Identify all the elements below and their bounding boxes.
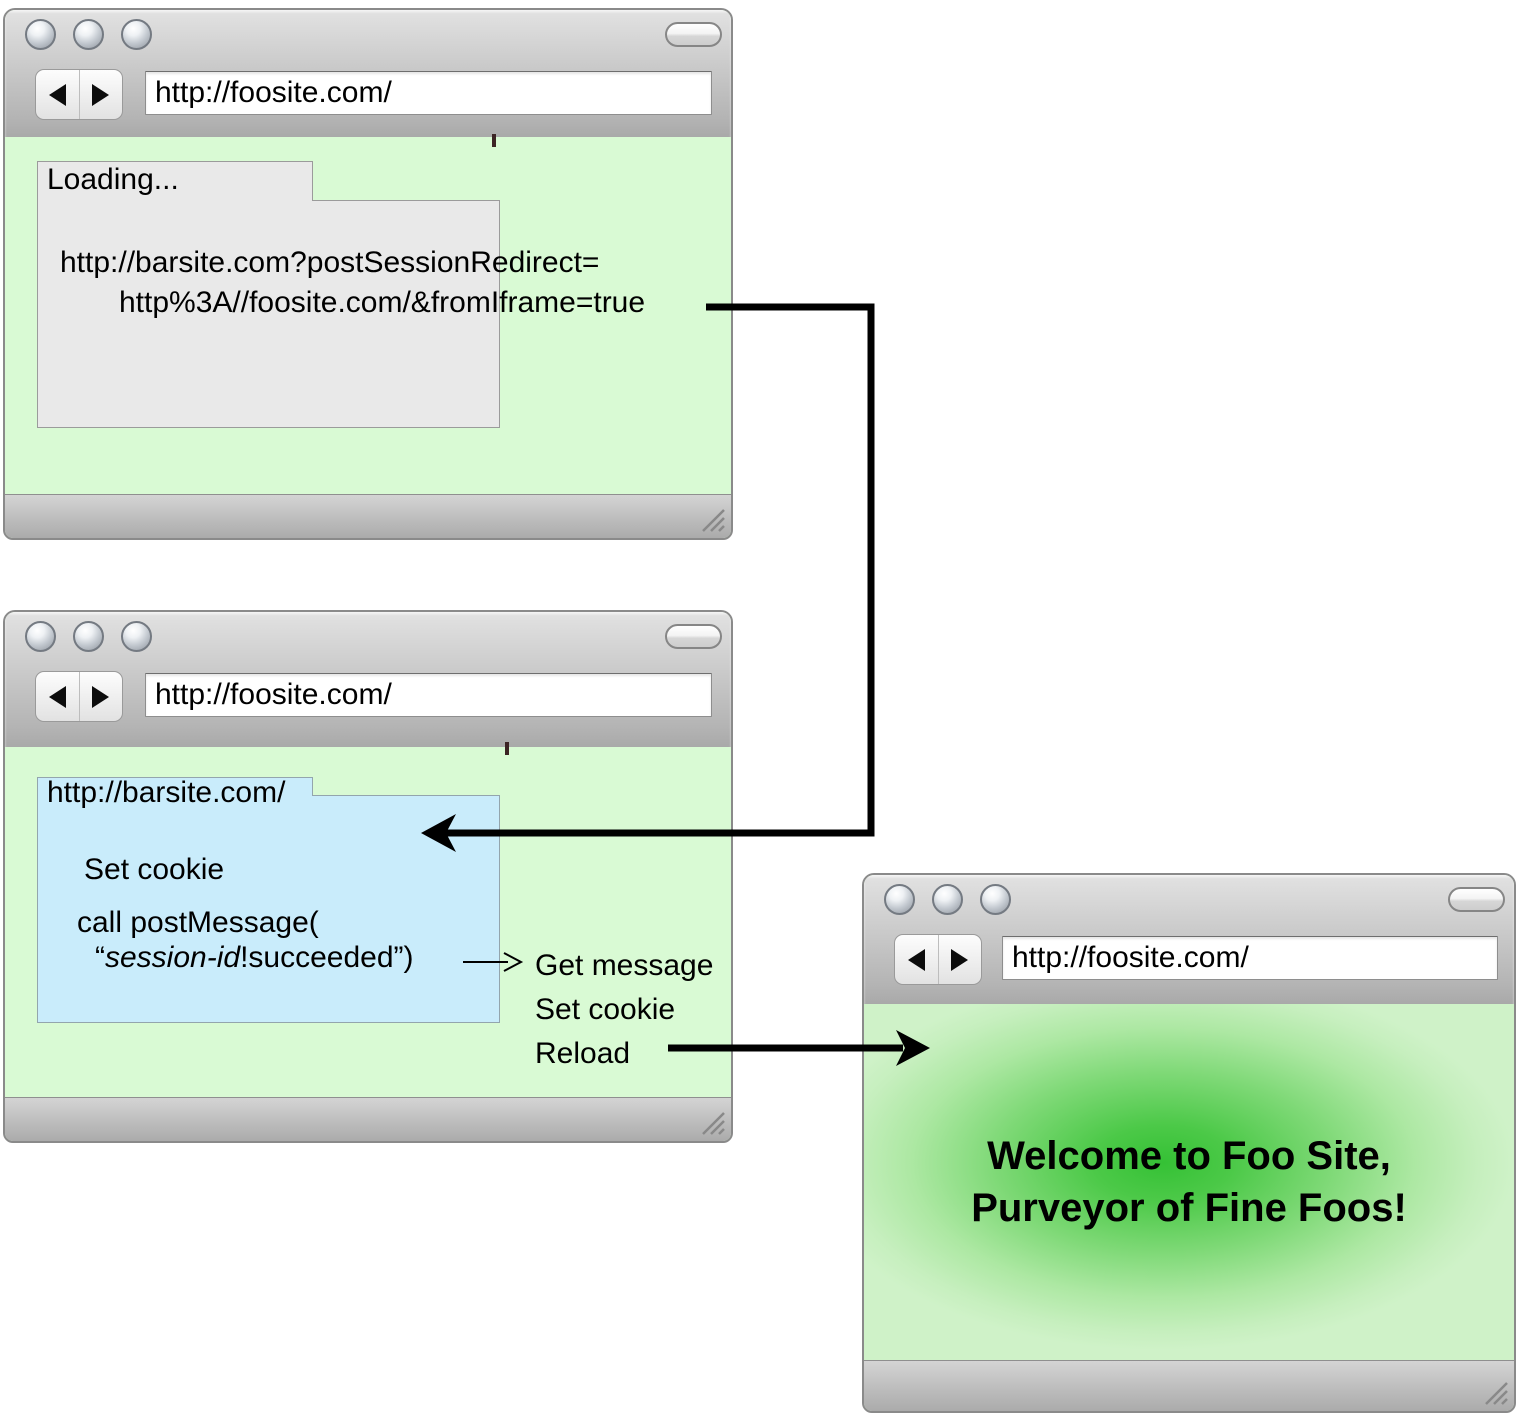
window-zoom-icon[interactable]: [121, 621, 152, 652]
window-minimize-icon[interactable]: [932, 884, 963, 915]
welcome-line-2: Purveyor of Fine Foos!: [971, 1186, 1407, 1230]
window-zoom-icon[interactable]: [980, 884, 1011, 915]
iframe-set-cookie-text: Set cookie: [84, 853, 225, 886]
back-button[interactable]: [36, 672, 79, 721]
window-2-traffic-lights: [25, 621, 152, 652]
window-1-traffic-lights: [25, 19, 152, 50]
toolbar-toggle-button[interactable]: [665, 624, 722, 649]
resize-grip-icon[interactable]: [1477, 1374, 1509, 1406]
back-arrow-icon: [48, 83, 66, 106]
anchor-tick-mark: [492, 134, 496, 147]
window-1-nav-buttons: [35, 69, 123, 120]
back-button[interactable]: [36, 70, 79, 119]
window-2-nav-buttons: [35, 671, 123, 722]
back-arrow-icon: [907, 948, 925, 971]
address-bar-input[interactable]: [1002, 936, 1498, 980]
address-bar-input[interactable]: [145, 673, 712, 717]
iframe-url-line-2: http%3A//foosite.com/&fromIframe=true: [119, 286, 646, 319]
toolbar-toggle-button[interactable]: [665, 22, 722, 47]
session-id-italic: session-id: [105, 941, 241, 974]
browser-window-1: Loading... http://barsite.com?postSessio…: [3, 8, 733, 540]
window-close-icon[interactable]: [25, 19, 56, 50]
open-quote: “: [95, 941, 105, 974]
window-3-traffic-lights: [884, 884, 1011, 915]
action-get-message: Get message: [535, 949, 714, 982]
forward-arrow-icon: [92, 83, 110, 106]
toolbar-toggle-button[interactable]: [1448, 887, 1505, 912]
iframe-session-id-text: “session-id!succeeded”): [95, 938, 414, 978]
window-close-icon[interactable]: [884, 884, 915, 915]
window-3-nav-buttons: [894, 934, 982, 985]
iframe-tab-label: http://barsite.com/: [47, 776, 286, 809]
forward-arrow-icon: [92, 685, 110, 708]
back-arrow-icon: [48, 685, 66, 708]
window-3-page: [864, 1004, 1514, 1365]
welcome-message: Welcome to Foo Site, Purveyor of Fine Fo…: [864, 1130, 1514, 1234]
window-2-status-bar: [5, 1097, 731, 1141]
window-2-titlebar[interactable]: [5, 612, 731, 748]
window-zoom-icon[interactable]: [121, 19, 152, 50]
forward-button[interactable]: [78, 672, 123, 721]
forward-button[interactable]: [937, 935, 982, 984]
iframe-loading-tab: [37, 161, 313, 201]
welcome-line-1: Welcome to Foo Site,: [987, 1134, 1391, 1178]
window-minimize-icon[interactable]: [73, 19, 104, 50]
iframe-barsite-tab: [37, 777, 313, 796]
foosite-actions-list: Get message Set cookie Reload: [535, 944, 713, 1076]
action-set-cookie: Set cookie: [535, 993, 676, 1026]
address-bar-input[interactable]: [145, 71, 712, 115]
anchor-tick-mark: [505, 742, 509, 755]
browser-window-3: Welcome to Foo Site, Purveyor of Fine Fo…: [862, 873, 1516, 1413]
window-close-icon[interactable]: [25, 621, 56, 652]
action-reload: Reload: [535, 1037, 631, 1070]
forward-button[interactable]: [78, 70, 123, 119]
forward-arrow-icon: [951, 948, 969, 971]
window-minimize-icon[interactable]: [73, 621, 104, 652]
window-3-status-bar: [864, 1360, 1514, 1411]
succeeded-text: !succeeded”): [240, 941, 414, 974]
back-button[interactable]: [895, 935, 938, 984]
iframe-tab-label: Loading...: [47, 163, 179, 196]
window-1-titlebar[interactable]: [5, 10, 731, 138]
resize-grip-icon[interactable]: [694, 1104, 726, 1136]
window-3-titlebar[interactable]: [864, 875, 1514, 1005]
window-1-status-bar: [5, 494, 731, 538]
browser-window-2: http://barsite.com/ Set cookie call post…: [3, 610, 733, 1143]
resize-grip-icon[interactable]: [694, 501, 726, 533]
iframe-post-message-text: call postMessage(: [77, 906, 319, 939]
iframe-url-line-1: http://barsite.com?postSessionRedirect=: [60, 246, 600, 279]
